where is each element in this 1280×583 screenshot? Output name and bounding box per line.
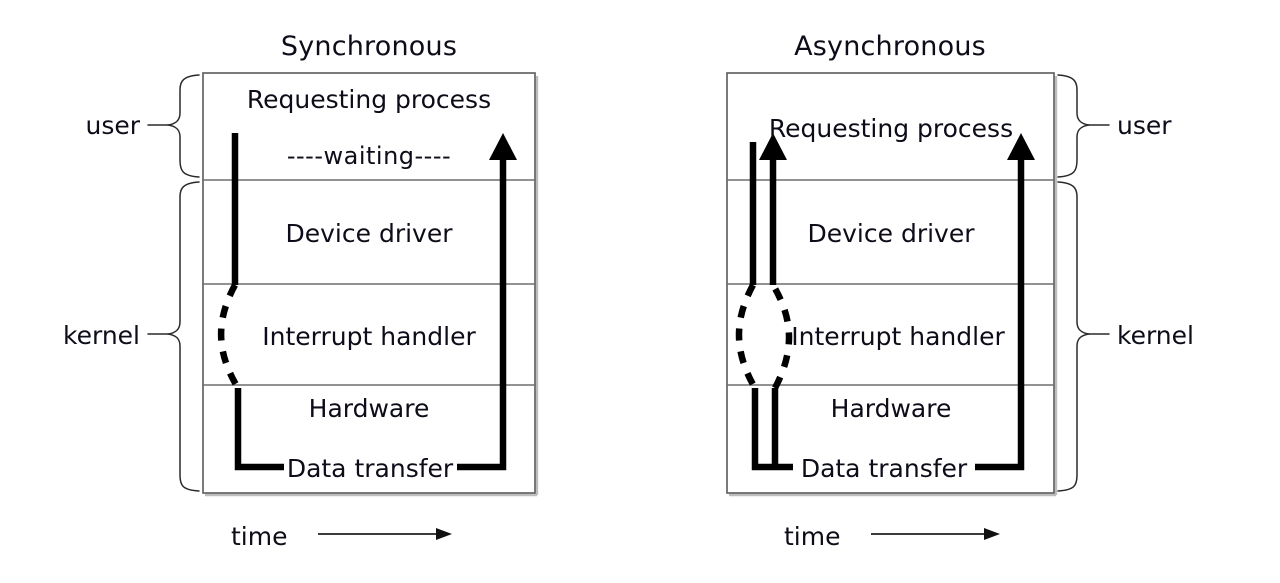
flow-hardware-elbow-sync bbox=[234, 388, 284, 471]
row-label-async-hardware: Hardware bbox=[831, 394, 952, 423]
flow-interrupt-curve-right-async bbox=[770, 283, 793, 390]
side-label-user-async: user bbox=[1117, 111, 1172, 140]
axis-arrow-head-sync bbox=[436, 528, 452, 540]
brace-user-sync bbox=[167, 74, 200, 178]
side-label-kernel-async: kernel bbox=[1117, 321, 1194, 350]
panel-title-sync: Synchronous bbox=[281, 31, 457, 62]
annotation-data-transfer-sync: Data transfer bbox=[287, 454, 454, 483]
axis-label-time-async: time bbox=[784, 522, 840, 551]
row-label-sync-device-driver: Device driver bbox=[286, 219, 454, 248]
panel-asynchronous: Asynchronous Requesting process Device d… bbox=[726, 31, 1194, 551]
row-label-async-requesting-process: Requesting process bbox=[769, 114, 1013, 143]
panel-box-sync bbox=[202, 72, 536, 494]
brace-kernel-async bbox=[1057, 181, 1090, 492]
flow-return-arrowhead-async bbox=[759, 133, 787, 160]
brace-kernel-sync bbox=[167, 181, 200, 492]
annotation-waiting-sync: ----waiting---- bbox=[287, 142, 451, 170]
flow-return-sync bbox=[457, 152, 507, 471]
row-label-async-device-driver: Device driver bbox=[808, 219, 976, 248]
annotation-data-transfer-async: Data transfer bbox=[801, 454, 968, 483]
panel-synchronous: Synchronous Requesting process ----waiti… bbox=[63, 31, 539, 551]
flow-completion-arrowhead-async bbox=[1007, 133, 1035, 160]
side-label-user-sync: user bbox=[85, 111, 140, 140]
flow-interrupt-curve-left-async bbox=[735, 283, 758, 390]
side-label-kernel-sync: kernel bbox=[63, 321, 140, 350]
row-label-sync-interrupt-handler: Interrupt handler bbox=[262, 322, 476, 351]
flow-completion-async bbox=[975, 152, 1025, 471]
panel-box-async bbox=[726, 72, 1055, 494]
flow-return-arrowhead-sync bbox=[489, 133, 517, 160]
panel-title-async: Asynchronous bbox=[794, 31, 986, 62]
flow-interrupt-curve-sync bbox=[217, 283, 241, 390]
row-label-sync-requesting-process: Requesting process bbox=[247, 85, 491, 114]
flow-hardware-elbow-left-async bbox=[751, 388, 793, 471]
axis-label-time-sync: time bbox=[231, 522, 287, 551]
row-label-async-interrupt-handler: Interrupt handler bbox=[791, 322, 1005, 351]
axis-arrow-head-async bbox=[984, 528, 1000, 540]
brace-user-async bbox=[1057, 74, 1090, 178]
row-label-sync-hardware: Hardware bbox=[309, 394, 430, 423]
